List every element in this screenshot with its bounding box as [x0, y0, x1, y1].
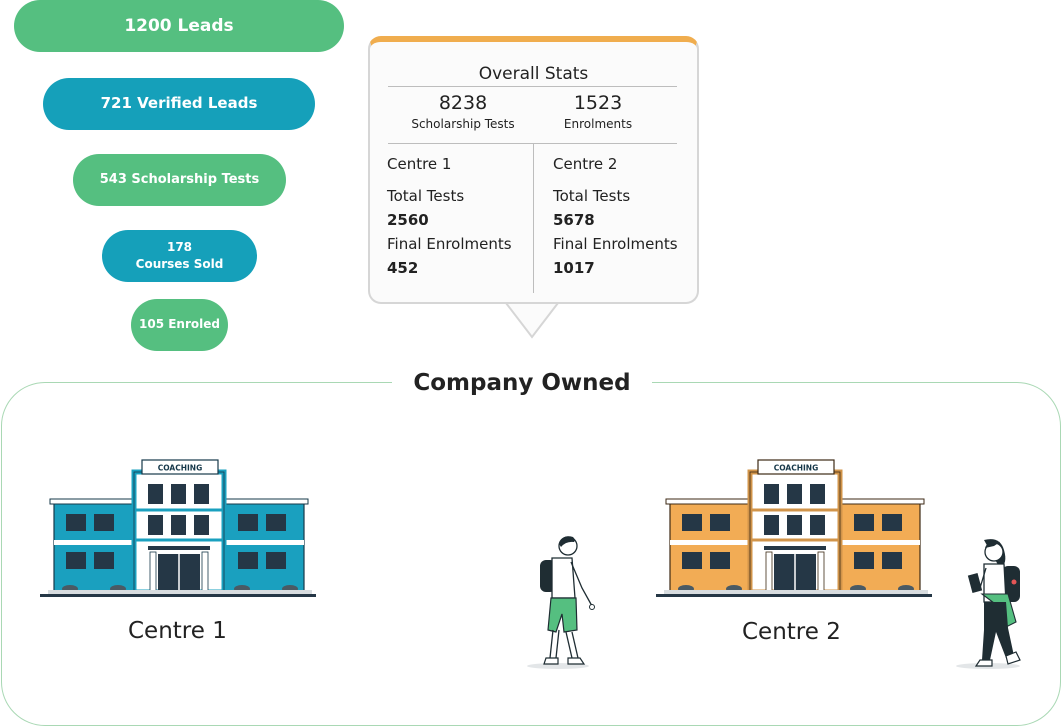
student-girl-illustration — [956, 539, 1021, 669]
centre2-final-enrolments-value: 1017 — [553, 259, 595, 277]
centre1-label: Centre 1 — [128, 618, 227, 644]
funnel-scholarship-tests-label: 543 Scholarship Tests — [99, 171, 260, 187]
centre1-stats-name: Centre 1 — [387, 155, 452, 173]
funnel-scholarship-tests: 543 Scholarship Tests — [73, 154, 286, 206]
centre2-building: COACHING — [656, 459, 932, 597]
funnel-courses-sold-number: 178 — [166, 239, 193, 254]
student-walking-illustration — [527, 536, 595, 669]
card-divider-mid — [388, 143, 677, 144]
centre1-total-tests-value: 2560 — [387, 211, 429, 229]
centre2-stats-name: Centre 2 — [553, 155, 618, 173]
funnel-leads: 1200 Leads — [14, 0, 344, 52]
centre2-final-enrolments-label: Final Enrolments — [553, 235, 678, 253]
centre2-total-tests-label: Total Tests — [553, 187, 631, 205]
card-divider-vertical — [533, 143, 534, 293]
company-owned-title: Company Owned — [392, 366, 652, 400]
centre1-total-tests-label: Total Tests — [387, 187, 465, 205]
funnel-leads-label: 1200 Leads — [124, 15, 234, 36]
funnel-verified-leads-label: 721 Verified Leads — [100, 94, 258, 113]
funnel-verified-leads: 721 Verified Leads — [43, 78, 315, 130]
overall-stats-title: Overall Stats — [478, 64, 589, 84]
centre1-final-enrolments-value: 452 — [387, 259, 419, 277]
stats-card-pointer — [503, 302, 561, 339]
scholarship-tests-value: 8238 — [438, 92, 488, 114]
centre1-sign-text: COACHING — [158, 464, 203, 473]
overall-stats-card: Overall Stats 8238 Scholarship Tests 152… — [368, 36, 699, 304]
enrolments-value: 1523 — [573, 92, 623, 114]
centre1-final-enrolments-label: Final Enrolments — [387, 235, 512, 253]
centre2-label: Centre 2 — [742, 619, 841, 645]
scholarship-tests-label: Scholarship Tests — [411, 117, 515, 131]
centre2-sign-text: COACHING — [774, 464, 819, 473]
funnel-enroled: 105 Enroled — [131, 299, 228, 351]
centre1-stats: Centre 1 Total Tests 2560 Final Enrolmen… — [387, 152, 527, 280]
funnel-enroled-label: 105 Enroled — [139, 317, 220, 332]
card-divider-top — [388, 86, 677, 87]
funnel-courses-sold-label: Courses Sold — [135, 257, 224, 271]
centre2-total-tests-value: 5678 — [553, 211, 595, 229]
enrolments-label: Enrolments — [563, 117, 633, 131]
centre1-building: COACHING — [40, 459, 316, 597]
centre2-stats: Centre 2 Total Tests 5678 Final Enrolmen… — [553, 152, 693, 280]
funnel-courses-sold: 178 Courses Sold — [102, 230, 257, 282]
